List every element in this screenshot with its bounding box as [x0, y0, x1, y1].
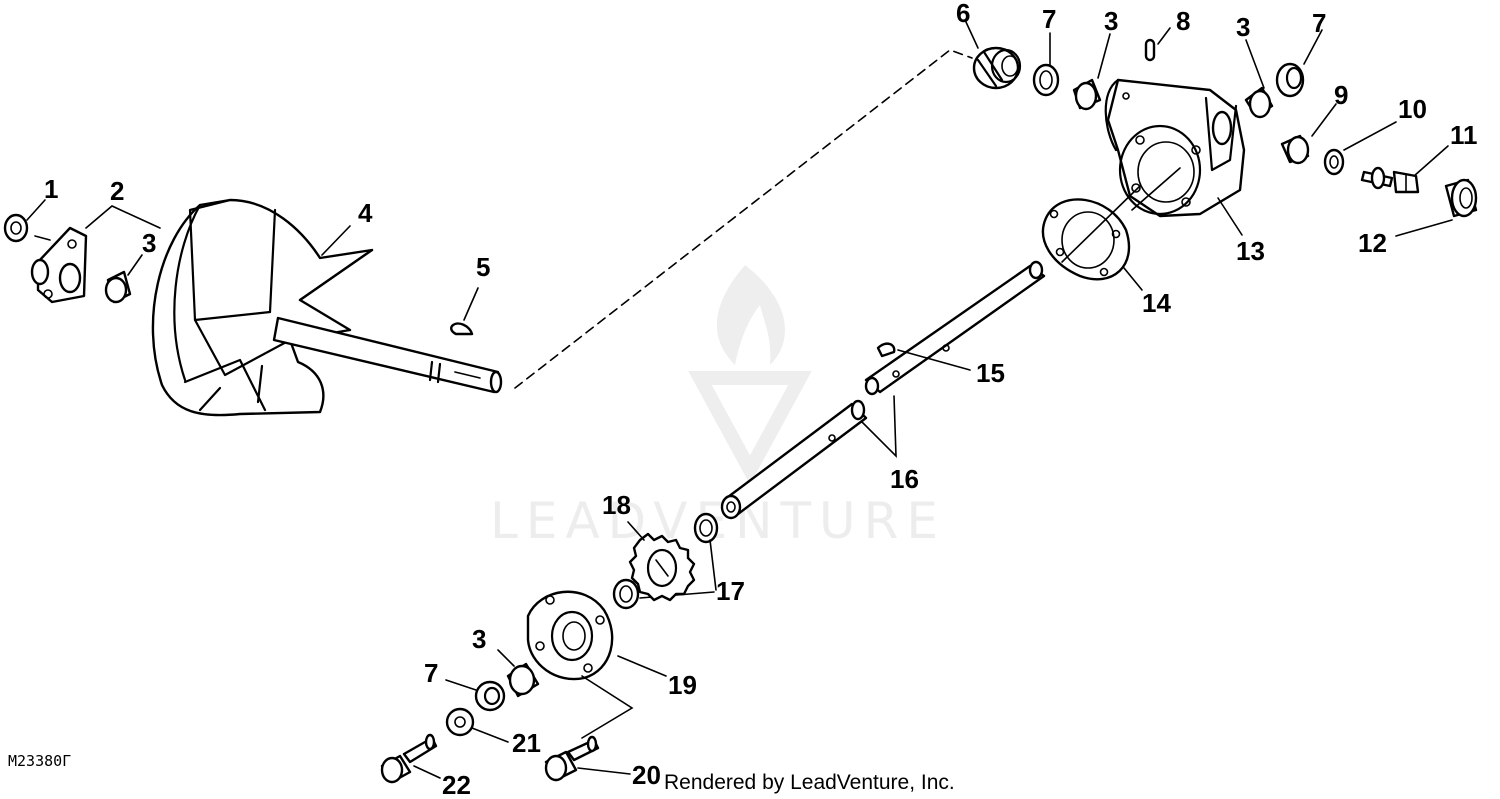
callout-22: 22: [442, 770, 471, 799]
part-20-bolt[interactable]: [544, 735, 600, 782]
callout-4: 4: [358, 198, 373, 228]
leader-21: [471, 727, 509, 743]
leader-7b: [1303, 29, 1323, 65]
leader-3-left: [127, 254, 143, 276]
watermark-logo-icon: [688, 265, 812, 485]
callout-1: 1: [44, 174, 58, 204]
leader-16: [861, 395, 897, 458]
callout-9: 9: [1334, 80, 1348, 110]
part-17-washer-upper[interactable]: [693, 512, 719, 544]
leader-10: [1343, 121, 1397, 151]
part-14-gasket[interactable]: [1041, 185, 1141, 281]
part-3-bushing-top[interactable]: [1072, 78, 1102, 111]
dashed-leader-shaft: [514, 49, 973, 389]
part-19-flange[interactable]: [526, 590, 614, 681]
leader-9: [1311, 103, 1337, 137]
callout-8: 8: [1176, 6, 1190, 36]
callout-20: 20: [632, 760, 661, 790]
callout-17: 17: [716, 576, 745, 606]
part-3-bushing-left[interactable]: [104, 270, 132, 304]
callout-11: 11: [1450, 120, 1478, 150]
callout-labels: 1 2 3 4 5 6 7 3 8 3 7 9 10 11 12 13 14 1…: [44, 0, 1478, 799]
part-11-bolt[interactable]: [1360, 166, 1420, 194]
part-17-washer-lower[interactable]: [612, 578, 640, 610]
leader-4: [321, 225, 351, 256]
part-13-gear-housing[interactable]: [1104, 78, 1246, 218]
part-15-key[interactable]: [876, 342, 896, 358]
part-16-shaft-lower[interactable]: [720, 399, 868, 520]
leader-1-2: [34, 235, 51, 241]
callout-19: 19: [668, 670, 697, 700]
callout-13: 13: [1236, 236, 1265, 266]
part-9-bushing[interactable]: [1280, 134, 1310, 165]
leader-22: [413, 765, 441, 779]
part-6-spring[interactable]: [972, 46, 1022, 90]
leader-5: [463, 287, 479, 321]
part-16-shaft-upper[interactable]: [864, 260, 1046, 396]
callout-3-left: 3: [142, 228, 156, 258]
part-7-seal-b[interactable]: [1275, 62, 1305, 98]
leader-15: [897, 349, 971, 371]
leader-3d: [497, 649, 515, 667]
figure-code: M23380Γ: [8, 752, 71, 770]
leader-3b: [1097, 33, 1111, 79]
part-12-cap[interactable]: [1444, 178, 1478, 218]
callout-12: 12: [1358, 228, 1387, 258]
callout-15: 15: [976, 358, 1005, 388]
leader-20: [577, 675, 634, 775]
callout-18: 18: [602, 490, 631, 520]
callout-7-top-right: 7: [1312, 8, 1326, 38]
leader-7c: [445, 679, 477, 691]
part-10-washer[interactable]: [1323, 148, 1345, 176]
part-21-washer[interactable]: [445, 707, 475, 737]
callout-10: 10: [1398, 94, 1427, 124]
callout-3-bottom: 3: [472, 624, 486, 654]
callout-21: 21: [512, 728, 541, 758]
leader-8: [1157, 27, 1171, 45]
callout-2: 2: [110, 176, 124, 206]
part-8-pin[interactable]: [1144, 38, 1156, 62]
callout-3-top: 3: [1104, 6, 1118, 36]
part-3-bushing-bottom[interactable]: [506, 662, 540, 698]
part-2-bearing-plate[interactable]: [30, 226, 88, 304]
leader-13: [1217, 197, 1243, 236]
callout-5: 5: [476, 252, 490, 282]
leader-19: [617, 655, 667, 677]
callout-7-top-left: 7: [1042, 4, 1056, 34]
leader-11: [1413, 145, 1449, 177]
callout-6: 6: [956, 0, 970, 28]
leader-14: [1123, 267, 1143, 291]
part-22-bolt[interactable]: [380, 733, 438, 784]
callout-14: 14: [1142, 288, 1171, 318]
leader-2: [85, 205, 161, 229]
part-4-impeller[interactable]: [151, 198, 503, 417]
part-3-bushing-right[interactable]: [1244, 86, 1274, 119]
callout-16: 16: [890, 464, 919, 494]
part-5-key[interactable]: [450, 322, 474, 336]
callout-3-right: 3: [1236, 12, 1250, 42]
leader-12: [1395, 219, 1453, 237]
leader-1: [26, 199, 46, 221]
part-1-nut[interactable]: [3, 213, 29, 243]
leader-18: [627, 521, 645, 541]
part-18-gear[interactable]: [628, 532, 696, 602]
leader-3c: [1245, 39, 1265, 89]
watermark-text: LEADVENTURE: [490, 492, 946, 550]
part-7-seal-c[interactable]: [474, 680, 506, 712]
leader-6: [965, 21, 979, 49]
callout-7-bottom: 7: [424, 658, 438, 688]
part-7-seal-a[interactable]: [1032, 63, 1060, 97]
watermark: LEADVENTURE: [490, 265, 946, 550]
rendered-by-credit: Rendered by LeadVenture, Inc.: [664, 771, 955, 794]
